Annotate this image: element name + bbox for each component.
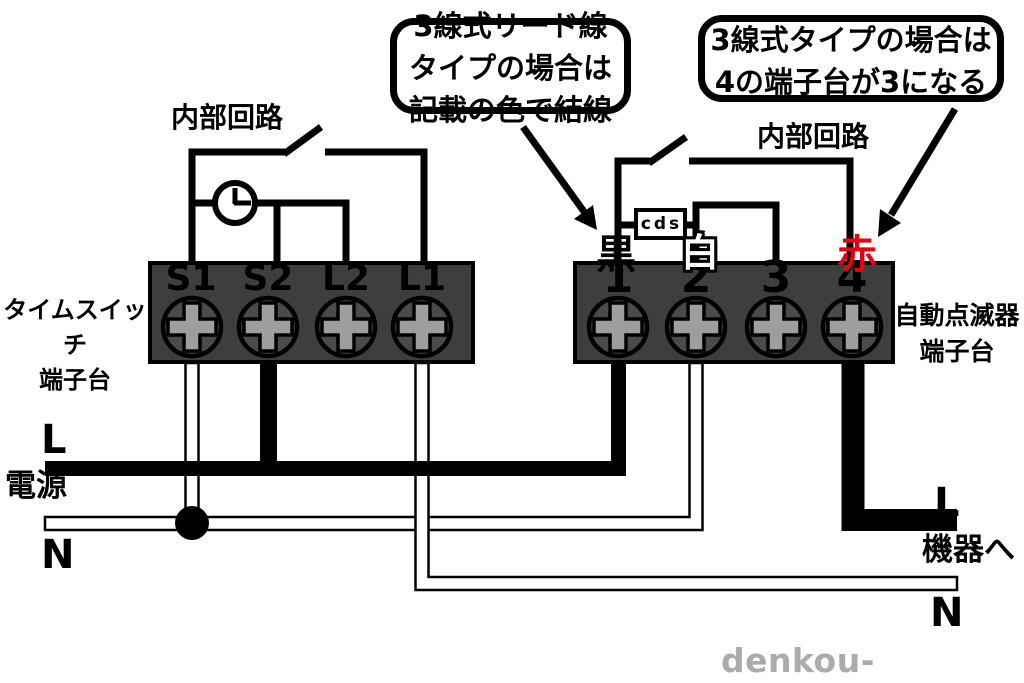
internal-wire-2-to-3-loop <box>692 201 780 263</box>
time-switch-block-label: タイムスイッチ 端子台 <box>3 296 147 394</box>
callout-lead-wire-type: 3線式リード線 タイプの場合は 記載の色で結線 <box>390 9 631 127</box>
internal-wire-clock-to-l2 <box>255 199 350 263</box>
callout-arrow-right <box>878 107 958 237</box>
time-switch-internal-circuit <box>188 124 428 263</box>
callout-arrow-left <box>520 124 597 230</box>
wire-label-red: 赤 <box>837 232 877 278</box>
screw-4 <box>820 295 884 359</box>
screw-2 <box>664 295 728 359</box>
terminal-label-s2: S2 <box>242 258 294 299</box>
site-watermark: denkou-nouhau.com <box>721 641 954 683</box>
internal-wire-contact-to-l1 <box>325 148 428 263</box>
switch-contact-lever-left <box>281 124 324 157</box>
wire-line-power-to-terminal1 <box>45 363 626 476</box>
callout-three-wire-type: 3線式タイプの場合は 4の端子台が3になる <box>698 15 1004 102</box>
wire-l1-to-equipment-neutral <box>414 361 959 592</box>
screw-3 <box>744 295 808 359</box>
wire-label-white: 白 <box>680 231 720 275</box>
screw-s1 <box>160 295 224 359</box>
callout-lead-wire-type-text: 3線式リード線 タイプの場合は 記載の色で結線 <box>408 9 612 127</box>
line-label-right: L <box>934 480 960 526</box>
terminal-screws <box>160 295 884 359</box>
screw-l1 <box>390 295 454 359</box>
internal-circuit-label-left: 内部回路 <box>171 101 284 134</box>
screw-s2 <box>236 295 300 359</box>
neutral-label-right: N <box>930 590 964 636</box>
terminal-label-4: 4 <box>836 252 868 303</box>
terminal-label-1: 1 <box>602 252 634 303</box>
switch-contact-lever-right <box>646 134 689 166</box>
cds-photocell-box: cds <box>634 208 687 240</box>
wire-label-black: 黒 <box>596 232 636 278</box>
terminal-label-l2: L2 <box>322 258 370 299</box>
terminal-label-2: 2 <box>680 252 712 303</box>
internal-circuit-label-right: 内部回路 <box>757 120 870 153</box>
wire-s2-to-line <box>260 363 277 470</box>
line-label-left: L <box>41 417 67 463</box>
screw-l2 <box>314 295 378 359</box>
timer-clock-icon <box>212 180 258 226</box>
wire-s1-to-neutral <box>184 361 200 527</box>
callout-three-wire-type-text: 3線式タイプの場合は 4の端子台が3になる <box>710 22 992 99</box>
neutral-label-left: N <box>41 532 75 578</box>
terminal-label-l1: L1 <box>398 258 446 299</box>
screw-1 <box>586 295 650 359</box>
wire-terminal4-to-equipment-line <box>841 363 957 531</box>
photocell-internal-circuit <box>614 134 854 263</box>
internal-wire-s1-to-contact <box>188 148 285 263</box>
power-source-label: 電源 <box>5 468 67 504</box>
photocell-block-label: 自動点滅器 端子台 <box>894 301 1020 366</box>
internal-wire-1-to-contact <box>614 157 650 263</box>
terminal-label-3: 3 <box>760 252 792 303</box>
to-equipment-label: 機器へ <box>922 532 1015 568</box>
cds-label: cds <box>640 214 683 234</box>
junction-dot <box>175 506 209 540</box>
terminal-label-s1: S1 <box>165 258 217 299</box>
internal-wire-contact-to-4 <box>689 157 854 263</box>
